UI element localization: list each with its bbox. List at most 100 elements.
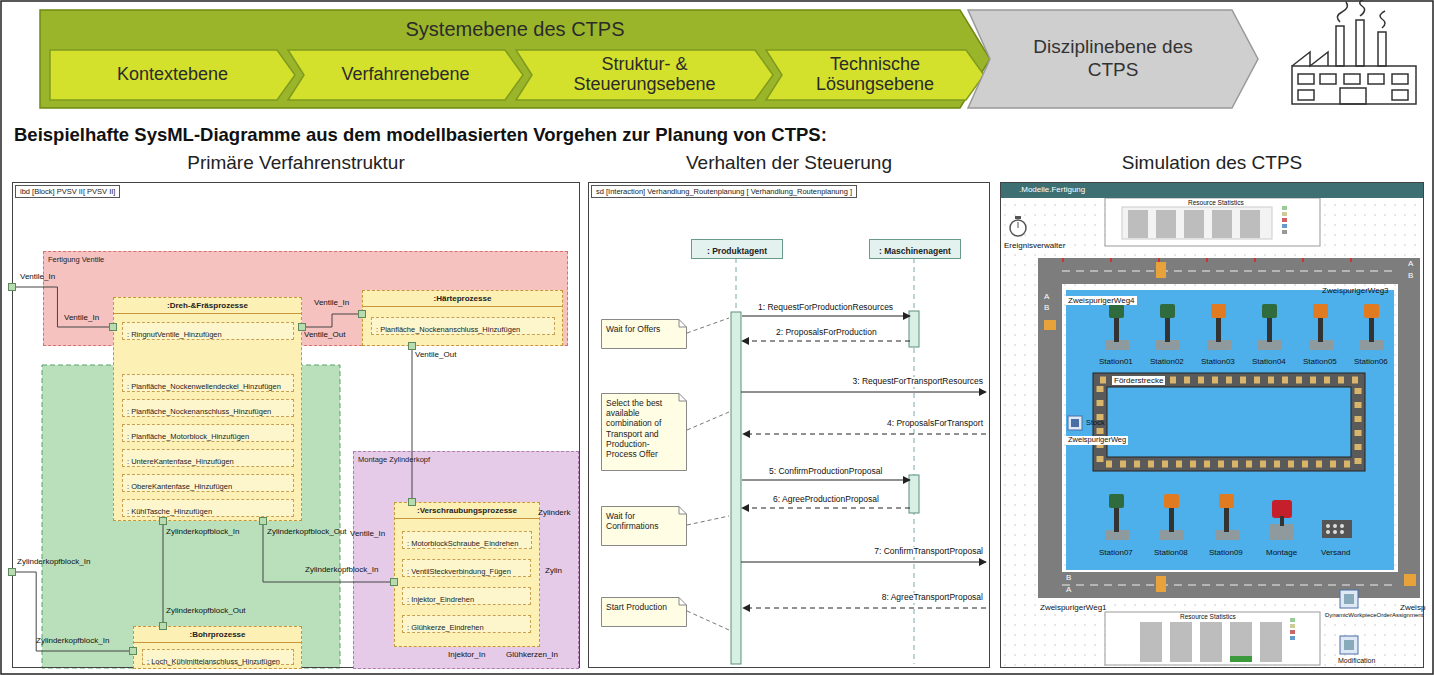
simulation-scene [1290, 618, 1295, 622]
panel-heading: Simulation des CTPS [1001, 152, 1423, 174]
process-part: : RingnutVentile_Hinzufügen [122, 322, 294, 340]
simulation-scene [1038, 258, 1420, 284]
factory-icon [1292, 66, 1416, 104]
simulation-label: ZweispurigerWeg3 [1322, 286, 1389, 295]
note-box [602, 394, 687, 471]
process-part: : Glühkerze_Eindrehen [402, 615, 531, 633]
note-text: Select the best available combination of… [601, 393, 687, 464]
simulation-scene [1066, 290, 1394, 570]
level-chevron [288, 50, 523, 100]
part-label: : Planfläche_Nockenanschluss_Hinzufügen [123, 404, 275, 416]
simulation-label: Station05 [1303, 357, 1337, 366]
activation-bar [731, 311, 919, 664]
port-label: Ventile_In [314, 298, 349, 307]
factory-icon [1298, 74, 1314, 84]
note-box: Wait for Confirmations [601, 506, 687, 546]
message-label: 4: ProposalsForTransport [886, 419, 984, 429]
simulation-scene [1340, 636, 1358, 654]
connector [9, 284, 117, 331]
process-part: : Planfläche_Motorblock_Hinzufügen [122, 424, 294, 442]
factory-icon [1336, 26, 1344, 66]
simulation-label: ZweispurigerWeg [1066, 436, 1128, 445]
level-chevron [516, 50, 773, 100]
simulation-scene [1156, 304, 1180, 350]
simulation-scene [1071, 419, 1079, 427]
simulation-scene [1326, 530, 1330, 534]
simulation-label: Station09 [1209, 548, 1243, 557]
level-title: Systemebene des CTPS [40, 18, 990, 41]
port-label: Ventile_In [350, 529, 385, 538]
level-label: Technische Lösungsebene [786, 55, 964, 95]
message-label: 3: RequestForTransportResources [851, 377, 984, 387]
message-label: 2: ProposalsForProduction [775, 328, 878, 338]
simulation-scene [1309, 304, 1333, 350]
frame-label: sd [Interaction] Verhandlung_Routenplanu… [591, 185, 857, 198]
part-label: : KühlTasche_Hinzufügen [123, 504, 216, 516]
simulation-label: A [1408, 259, 1413, 268]
connector [412, 346, 413, 502]
simulation-scene [1018, 222, 1019, 228]
part-label: : VentilSteckverbindung_Fügen [403, 564, 515, 576]
simulation-scene [1100, 380, 1358, 464]
simulation-scene [1160, 494, 1184, 540]
message-arrow [742, 480, 910, 481]
port-square [160, 623, 167, 630]
simulation-scene [1105, 612, 1320, 665]
port-square [299, 324, 306, 331]
simulation-scene [1344, 594, 1354, 604]
part-label: : Planfläche_Nockenanschluss_Hinzufügen [372, 322, 524, 334]
simulation-label: Station01 [1099, 357, 1133, 366]
simulation-label: Station08 [1154, 548, 1188, 557]
simulation-scene [1398, 284, 1420, 598]
simulation-scene [1038, 258, 1062, 598]
port-label: Ventile_In [20, 272, 55, 281]
port-label: Zylinderkopfblock_In [305, 565, 378, 574]
simulation-scene [1333, 524, 1337, 528]
level-chevron [50, 50, 295, 100]
simulation-label: A [1066, 585, 1071, 594]
lifeline-head: : Maschinenagent [869, 239, 961, 259]
connector [12, 287, 113, 327]
simulation-scene [1001, 197, 1423, 667]
simulation-scene [1282, 230, 1287, 234]
panel-heading: Primäre Verfahrenstruktur [13, 152, 579, 174]
figure-heading: Beispielhafte SysML-Diagramme aus dem mo… [14, 124, 827, 146]
process-part: : UntereKantenfase_Hinzufügen [122, 449, 294, 467]
window-title: .Modelle.Fertigung [1001, 183, 1423, 198]
connector [409, 343, 416, 506]
process-part: : VentilSteckverbindung_Fügen [402, 559, 531, 577]
simulation-scene [1105, 494, 1129, 540]
level-label: Kontextebene [117, 65, 228, 85]
simulation-scene [1100, 380, 1358, 464]
level-chevron: Verfahrenebene [288, 50, 523, 100]
port-label: Glühkerzen_In [506, 650, 558, 659]
simulation-scene [1140, 622, 1162, 662]
factory-icon [1344, 74, 1360, 84]
simulation-scene [1360, 304, 1384, 350]
factory-icon [1298, 90, 1314, 100]
simulation-scene [1326, 524, 1330, 528]
message-arrow [741, 392, 986, 393]
discipline-chevron: Disziplinebene des CTPS [968, 10, 1258, 108]
port-label: Zylinderkopfblock_Out [267, 527, 347, 536]
simulation-label: A [1044, 292, 1049, 301]
message-arrow [741, 562, 986, 563]
level-label: Disziplinebene des CTPS [1008, 36, 1218, 82]
note-leader [687, 318, 729, 630]
simulation-scene [1038, 572, 1420, 598]
process-block: :Dreh-&Fräsprozesse: RingnutVentile_Hinz… [113, 297, 302, 521]
factory-icon [1292, 0, 1416, 104]
factory-icon [1320, 74, 1336, 84]
port-label: Zylinderkopfblock_In [17, 557, 90, 566]
process-part: : ObereKantenfase_Hinzufügen [122, 474, 294, 492]
message-arrow [742, 508, 910, 509]
process-block: :Härteprozesse: Planfläche_Nockenanschlu… [362, 290, 563, 346]
part-label: : ObereKantenfase_Hinzufügen [123, 479, 236, 491]
lifeline [736, 258, 914, 664]
lifeline-head: : Produktagent [691, 239, 783, 259]
note-box: Start Production [601, 597, 687, 627]
simulation-scene [1404, 574, 1416, 586]
simulation-label: ZweispurigerWeg4 [1066, 296, 1137, 305]
panel-heading: Verhalten der Steuerung [589, 152, 989, 174]
simulation-scene [1184, 210, 1204, 238]
